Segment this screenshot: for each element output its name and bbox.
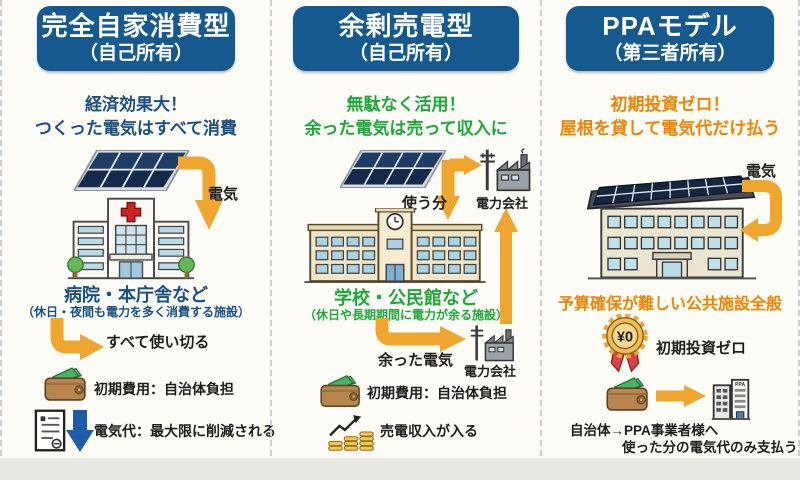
column2-ownership: （自己所有）: [348, 43, 463, 64]
column3-header: PPAモデル （第三者所有）: [566, 6, 774, 71]
coins-growth-icon: [328, 415, 374, 451]
electricity-arrow: [740, 180, 782, 242]
column2-facility-name: 学校・公民館など: [334, 288, 478, 308]
column1-electricity-label: 電気: [208, 186, 239, 203]
column1-tagline-line2: つくった電気はすべて消費: [34, 119, 238, 138]
column3-ownership: （第三者所有）: [603, 43, 737, 64]
column2-tagline-line2: 余った電気は売って収入に: [304, 119, 508, 138]
column3-facility-name: 予算確保が難しい公共施設全般: [557, 296, 782, 313]
sell-arrow-top: [450, 155, 482, 175]
sell-up-arrow: [494, 208, 518, 324]
wallet-icon: [606, 377, 648, 411]
solar-panel-icon: [340, 150, 446, 188]
medal-icon: ¥0: [602, 314, 648, 373]
wallet-icon: [320, 374, 360, 408]
power-company-icon: [470, 325, 514, 362]
use-portion-arrow: [436, 160, 460, 220]
column2-power-company-top-label: 電力会社: [476, 196, 529, 211]
column3-payment-line1: 自治体→PPA事業者様へ: [570, 423, 719, 438]
column1-bill-label: 電気代：最大限に削減される: [94, 423, 276, 439]
column2-power-company-bottom-label: 電力会社: [464, 364, 517, 379]
column1-flow-label: すべて使い切る: [106, 334, 210, 351]
use-all-arrow: [50, 318, 104, 360]
office-building-icon: [586, 175, 757, 280]
ppa-building-label: PPA: [735, 382, 745, 388]
column2-tagline: 無駄なく活用！ 余った電気は売って収入に: [272, 93, 540, 141]
column1-title: 完全自家消費型: [41, 11, 231, 41]
column-ppa-model: PPAモデル （第三者所有） 初期投資ゼロ！ 屋根を貸して電気代だけ払う: [540, 0, 800, 456]
bill-icon: [34, 409, 66, 452]
bottom-margin-strip: [0, 458, 800, 480]
column3-title: PPAモデル: [602, 11, 738, 41]
electricity-arrow: [178, 156, 223, 230]
column2-surplus-label: 余った電気: [378, 352, 454, 369]
column2-tagline-line1: 無駄なく活用！: [346, 95, 466, 114]
hospital-icon: [67, 197, 195, 280]
column1-header: 完全自家消費型 （自己所有）: [37, 6, 235, 71]
column1-ownership: （自己所有）: [78, 43, 193, 64]
reduce-arrow: [66, 410, 94, 452]
column-full-self-consumption: 完全自家消費型 （自己所有） 経済効果大！ つくった電気はすべて消費 電気: [0, 0, 276, 456]
column3-electricity-label: 電気: [746, 163, 777, 180]
column2-income-label: 売電収入が入る: [380, 423, 478, 439]
column3-tagline-line1: 初期投資ゼロ！: [610, 95, 730, 114]
wallet-icon: [44, 367, 86, 401]
column2-header: 余剰売電型 （自己所有）: [293, 6, 519, 71]
surplus-arrow: [375, 318, 466, 352]
school-icon: [304, 208, 486, 284]
column1-facility-note: （休日・夜間も電力を多く消費する施設）: [21, 305, 250, 319]
column1-cost-label: 初期費用：自治体負担: [94, 381, 234, 397]
column2-title: 余剰売電型: [338, 11, 474, 41]
column1-facility-name: 病院・本庁舎など: [64, 285, 208, 305]
column3-tagline: 初期投資ゼロ！ 屋根を貸して電気代だけ払う: [542, 93, 798, 141]
column1-tagline-line1: 経済効果大！: [85, 95, 187, 114]
column2-cost-label: 初期費用：自治体負担: [367, 385, 507, 401]
payment-arrow: [656, 385, 706, 407]
column3-tagline-line2: 屋根を貸して電気代だけ払う: [559, 119, 781, 138]
column1-tagline: 経済効果大！ つくった電気はすべて消費: [2, 93, 270, 141]
column2-facility-note: （休日や長期期間に電力が余る施設）: [303, 308, 508, 322]
solar-panel-icon: [74, 150, 189, 191]
column-surplus-sale: 余剰売電型 （自己所有） 無駄なく活用！ 余った電気は売って収入に 使う分: [270, 0, 540, 456]
column3-payment-line2: 使った分の電気代のみ支払う: [622, 440, 798, 455]
medal-value: ¥0: [617, 329, 633, 345]
ppa-operator-building-icon: PPA: [711, 378, 751, 420]
power-company-icon: [480, 148, 531, 192]
column3-medal-label: 初期投資ゼロ: [656, 340, 747, 357]
